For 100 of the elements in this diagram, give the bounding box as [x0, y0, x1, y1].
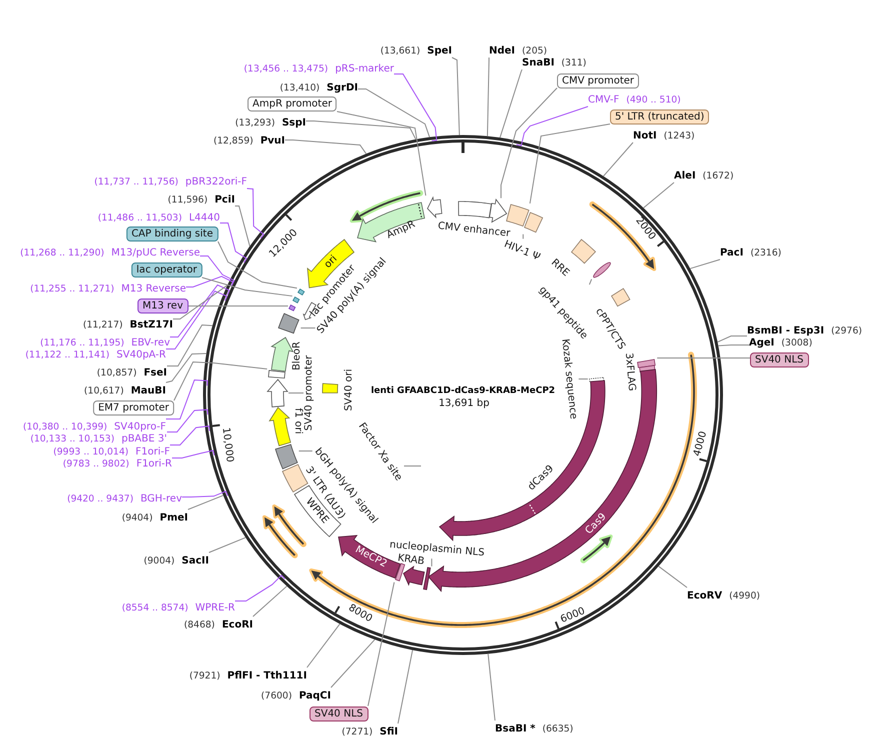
leader-line	[220, 222, 248, 264]
primer-label: (11,737 .. 11,756) pBR322ori-F	[94, 174, 247, 188]
feature-marker	[296, 288, 306, 296]
primer-label: (10,133 .. 10,153) pBABE 3'	[30, 430, 167, 446]
primer-label: (10,380 .. 10,399) SV40pro-F	[23, 418, 166, 434]
feature-box	[321, 382, 340, 394]
leader-line	[398, 650, 414, 724]
primer-label: (11,122 .. 11,141) SV40pA-R	[25, 346, 166, 362]
plasmid-name: lenti GFAABC1D-dCas9-KRAB-MeCP2	[370, 385, 556, 397]
leader-line	[516, 106, 588, 146]
feature-tag: M13 rev	[138, 298, 188, 314]
feature-marker	[288, 304, 296, 312]
feature-label: SV40 promoter	[304, 355, 314, 431]
restriction-site-label: NdeI (205)	[489, 42, 548, 58]
leader-line	[170, 284, 230, 338]
leader-line	[431, 558, 432, 567]
feature-block	[488, 198, 508, 224]
leader-line	[186, 276, 234, 288]
restriction-site-label: AleI (1672)	[674, 168, 734, 182]
restriction-site-label: (7600) PaqCI	[261, 688, 331, 702]
feature-box	[636, 358, 658, 369]
leader-line	[166, 324, 213, 366]
feature-label: Kozak sequence	[559, 338, 579, 420]
feature-box	[610, 286, 632, 308]
feature-label: HIV-1 Ψ	[502, 238, 542, 264]
leader-line	[529, 124, 610, 204]
leader-line	[246, 188, 264, 239]
primer-label: (9993 .. 10,014) F1ori-F	[53, 444, 170, 458]
feature-box	[274, 442, 299, 470]
restriction-site-label: (11,596) PciI	[168, 192, 235, 206]
leader-line	[208, 537, 246, 553]
feature-box	[523, 211, 544, 234]
feature-tag: EM7 promoter	[93, 400, 174, 416]
leader-line	[166, 379, 208, 420]
feature-tag: SV40 NLS	[750, 352, 808, 368]
feature-tag: CAP binding site	[126, 226, 218, 242]
restriction-site-label: (10,617) MauBI	[84, 382, 166, 398]
feature-tag: CMV promoter	[557, 73, 640, 88]
primer-label: (9783 .. 9802) F1ori-R	[62, 456, 172, 470]
feature-block	[426, 196, 444, 218]
primer-label: (11,486 .. 11,503) L4440	[98, 210, 220, 224]
restriction-site-label: (11,217) BstZ17I	[82, 316, 173, 332]
leader-line	[218, 241, 298, 289]
feature-marker	[422, 566, 432, 592]
leader-line	[500, 88, 558, 199]
leader-line	[234, 206, 250, 247]
leader-line	[166, 409, 208, 432]
scale-label: 6000	[559, 606, 587, 626]
feature-tag: SV40 NLS	[310, 706, 368, 721]
restriction-site-label: (7921) PflFI - Tth111I	[189, 668, 307, 682]
leader-line	[658, 566, 688, 588]
feature-box	[570, 238, 597, 266]
feature-box	[457, 200, 494, 219]
leader-line	[284, 140, 367, 154]
leader-line	[578, 378, 588, 380]
restriction-site-label: BsmBI - Esp3I (2976)	[747, 322, 862, 338]
leader-line	[200, 256, 235, 286]
restriction-site-label: (12,859) PvuI	[214, 132, 285, 148]
leader-line	[252, 586, 288, 617]
feature-marker	[592, 261, 612, 280]
leader-line	[306, 623, 340, 668]
feature-label: f1 ori	[292, 408, 304, 434]
restriction-site-label: (8468) EcoRI	[184, 616, 253, 632]
restriction-site-label: EcoRV (4990)	[687, 588, 760, 602]
feature-block	[356, 200, 426, 243]
leader-line	[522, 234, 524, 240]
leader-line	[166, 290, 228, 350]
leader-line	[643, 182, 674, 208]
leader-line	[306, 120, 416, 140]
primer-label: (9420 .. 9437) BGH-rev	[67, 490, 182, 506]
leader-line	[182, 490, 228, 498]
restriction-site-label: (9404) PmeI	[122, 510, 188, 524]
leader-line	[452, 57, 460, 136]
leader-line	[717, 336, 748, 343]
leader-line	[188, 494, 224, 510]
leader-line	[488, 653, 496, 721]
restriction-site-label: NotI (1243)	[633, 128, 695, 142]
feature-label: BleoR	[292, 342, 302, 370]
restriction-site-label: (13,661) SpeI	[380, 42, 452, 58]
feature-label: KRAB	[396, 552, 426, 568]
scale-label: 4000	[692, 430, 710, 458]
leader-line	[718, 344, 750, 346]
restriction-site-label: PacI (2316)	[720, 244, 782, 260]
scale-label: 8000	[346, 603, 374, 625]
feature-block	[266, 378, 288, 409]
restriction-site-label: (13,293) SspI	[235, 114, 306, 130]
plasmid-size: 13,691 bp	[438, 398, 490, 410]
restriction-site-label: (10,857) FseI	[96, 364, 167, 380]
feature-box	[267, 368, 287, 380]
primer-label: (13,456 .. 13,475) pRS-marker	[244, 60, 394, 76]
leader-line	[336, 111, 426, 196]
leader-line	[202, 277, 293, 297]
leader-line	[330, 639, 376, 688]
feature-tag: AmpR promoter	[248, 96, 337, 112]
restriction-site-label: BsaBI * (6635)	[495, 720, 574, 736]
feature-label: 3xFLAG	[622, 352, 638, 392]
feature-tag: 5' LTR (truncated)	[610, 109, 710, 124]
feature-tag: lac operator	[131, 262, 202, 278]
leader-line	[690, 259, 720, 270]
leader-line	[172, 450, 215, 458]
